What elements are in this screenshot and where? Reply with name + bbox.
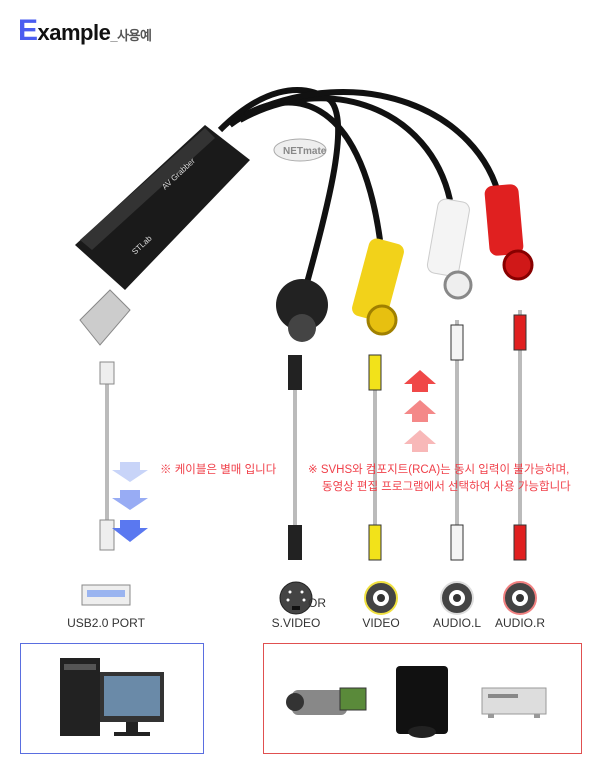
video-label: VIDEO <box>362 616 400 630</box>
av-note-line1: ※ SVHS와 컴포지트(RCA)는 동시 입력이 불가능하며, <box>308 464 570 476</box>
svideo-connector <box>276 279 328 342</box>
audio-r-port-icon <box>503 581 537 615</box>
separate-cables <box>105 310 522 530</box>
av-note-line2: 동영상 편집 프로그램에서 선택하여 사용 가능합니다 <box>322 481 571 493</box>
up-arrows-icon <box>404 370 436 452</box>
game-console-image <box>396 666 448 738</box>
svideo-port-icon <box>279 581 313 615</box>
av-grabber-device: AV Grabber STLab <box>75 125 250 346</box>
audio-r-label: AUDIO.R <box>494 616 545 630</box>
pc-image <box>60 658 164 736</box>
audio-l-label: AUDIO.L <box>432 616 481 630</box>
usb-cable-note: ※ 케이블은 별매 입니다 <box>160 464 277 476</box>
audio-l-connector <box>426 198 473 300</box>
down-arrows-icon <box>112 462 148 542</box>
video-sources-box <box>263 643 582 754</box>
cable-plugs <box>99 314 527 561</box>
dvd-player-image <box>481 687 547 718</box>
svideo-label: S.VIDEO <box>271 616 321 630</box>
usb-port-icon <box>81 584 131 606</box>
video-connector <box>352 238 404 336</box>
svg-text:NETmate: NETmate <box>283 146 327 157</box>
audio-r-connector <box>484 184 534 281</box>
page-title: Example_사용예 <box>18 14 152 47</box>
pc-box <box>20 643 204 754</box>
netmate-logo: NETmate <box>273 138 327 162</box>
camcorder-image <box>286 687 367 715</box>
or-label: OR <box>308 596 326 610</box>
video-port-icon <box>364 581 398 615</box>
device-cables <box>217 87 503 291</box>
usb-port-label: USB2.0 PORT <box>67 616 145 630</box>
audio-l-port-icon <box>440 581 474 615</box>
